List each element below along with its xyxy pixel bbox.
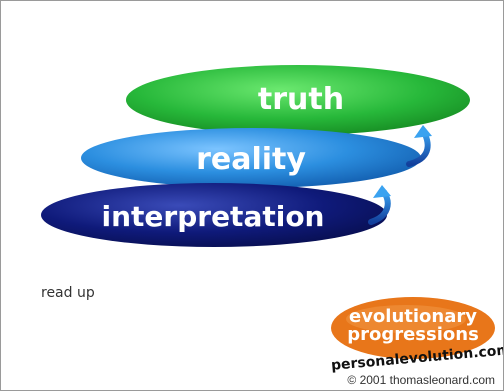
logo-line1: evolutionary (349, 306, 477, 327)
label-reality: reality (196, 142, 306, 177)
copyright-text: © 2001 thomasleonard.com (347, 373, 495, 387)
ellipse-reality (81, 128, 421, 188)
label-truth: truth (258, 82, 344, 117)
ellipse-interpretation (41, 183, 387, 247)
read-up-link[interactable]: read up (41, 285, 95, 301)
curved-arrow-icon (406, 125, 432, 167)
evolutionary-progressions-logo: evolutionary progressions personalevolut… (330, 297, 503, 374)
ellipse-truth (126, 65, 470, 135)
curved-arrow-icon (368, 185, 391, 225)
label-interpretation: interpretation (102, 200, 325, 233)
logo-line2: progressions (347, 324, 479, 345)
